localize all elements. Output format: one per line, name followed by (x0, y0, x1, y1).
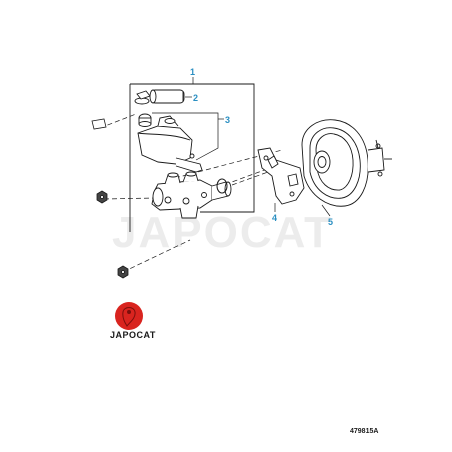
callout-4: 4 (272, 213, 277, 223)
seal-plate (91, 118, 107, 130)
o-ring (216, 178, 228, 194)
brake-booster (301, 119, 392, 207)
nut-lower (117, 265, 129, 279)
gasket-bracket (257, 147, 305, 205)
nut-upper (96, 190, 108, 204)
reservoir-cap-group (134, 89, 185, 105)
leader-lines (152, 77, 331, 217)
callout-2: 2 (193, 93, 198, 103)
assembly-box (129, 83, 255, 232)
callout-1: 1 (190, 67, 195, 77)
logo-text: JAPOCAT (110, 330, 156, 340)
japocat-logo: JAPOCAT (110, 302, 156, 340)
callout-3: 3 (225, 115, 230, 125)
master-cylinder (151, 171, 232, 219)
reservoir-group (137, 113, 203, 173)
watermark-text: JAPOCAT (112, 208, 333, 257)
diagram-reference: 479815A (350, 428, 378, 435)
callout-5: 5 (328, 217, 333, 227)
